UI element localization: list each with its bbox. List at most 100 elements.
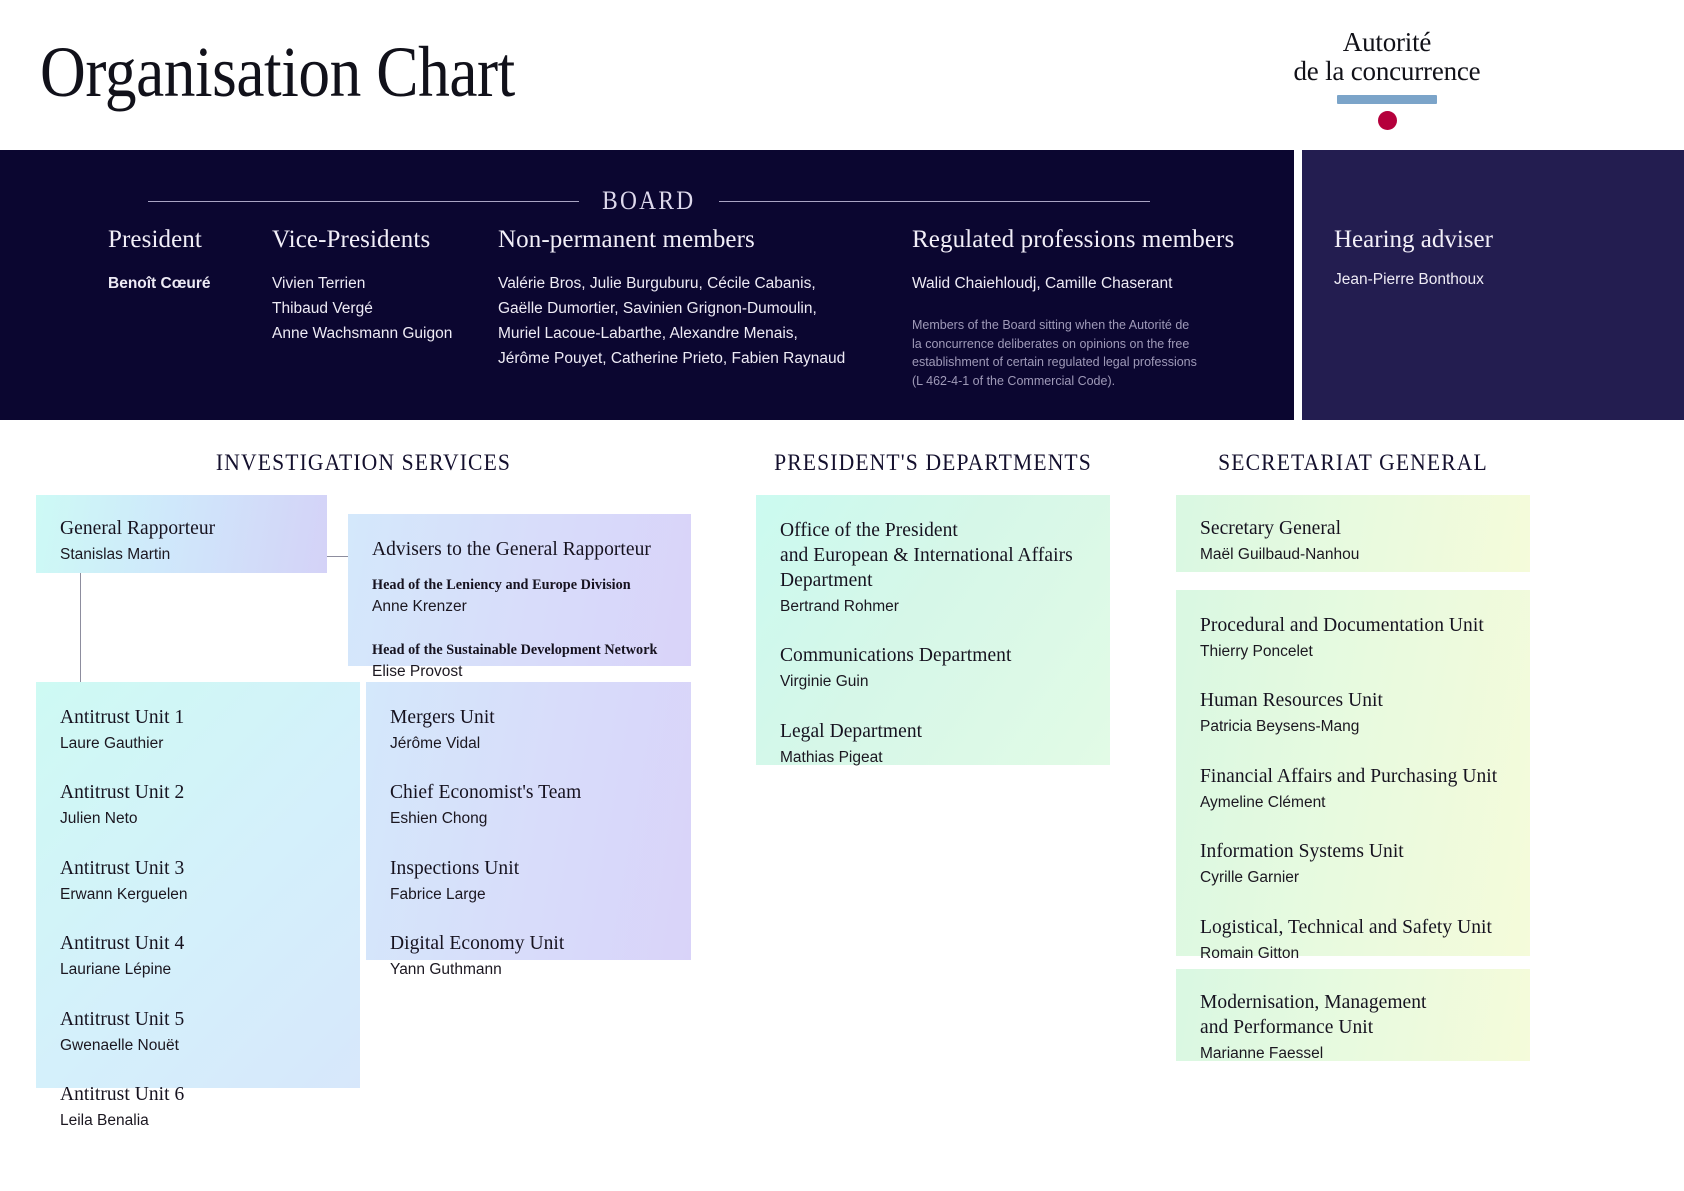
secretariat-unit-person: Romain Gitton [1200,944,1300,962]
secretariat-unit-person: Thierry Poncelet [1200,642,1313,660]
board-band: BOARD President Benoît Cœuré Vice-Presid… [0,150,1684,420]
logo-bar-icon [1337,95,1437,105]
list-item: Antitrust Unit 5 Gwenaelle Nouët [60,1008,338,1057]
list-item: Mergers Unit Jérôme Vidal [390,706,669,755]
card-general-rapporteur[interactable]: General Rapporteur Stanislas Martin [36,495,327,573]
board-panel: BOARD President Benoît Cœuré Vice-Presid… [0,150,1294,420]
section-heading-investigation-services: INVESTIGATION SERVICES [215,450,512,475]
logo-line-concurrence: de la concurrence [1293,56,1481,87]
logo-dot-icon [1377,111,1397,131]
list-item: Head of the Sustainable Development Netw… [372,642,669,683]
adviser-person: Elise Provost [372,663,463,681]
list-item: Legal Department Mathias Pigeat [780,720,1088,769]
board-rule-left [148,200,580,202]
antitrust-unit-role: Antitrust Unit 2 [60,782,185,804]
antitrust-unit-role: Antitrust Unit 4 [60,933,185,955]
authority-logo: Autorité de la concurrence [1262,27,1512,131]
logo-line-autorite: Autorité [1342,27,1432,57]
antitrust-unit-person: Julien Neto [60,810,138,828]
secretariat-unit-role: Human Resources Unit [1200,690,1383,712]
list-item: Logistical, Technical and Safety Unit Ro… [1200,916,1508,965]
card-other-investigation-units[interactable]: Mergers Unit Jérôme Vidal Chief Economis… [366,682,691,978]
board-panel-divider [1294,150,1302,420]
antitrust-unit-role: Antitrust Unit 3 [60,857,185,879]
department-person: Mathias Pigeat [780,748,883,766]
department-role: Legal Department [780,720,923,742]
antitrust-unit-person: Leila Benalia [60,1112,149,1130]
board-column-non-permanent: Non-permanent members Valérie Bros, Juli… [498,226,898,371]
page-header: Organisation Chart Autorité de la concur… [0,0,1684,150]
list-item: Financial Affairs and Purchasing Unit Ay… [1200,765,1508,814]
antitrust-unit-role: Antitrust Unit 6 [60,1084,185,1106]
list-item: Information Systems Unit Cyrille Garnier [1200,840,1508,889]
secretariat-unit-role: Procedural and Documentation Unit [1200,615,1484,636]
page-title: Organisation Chart [40,32,515,112]
hearing-adviser-name: Jean-Pierre Bonthoux [1334,271,1484,288]
unit-role: Inspections Unit [390,857,520,879]
board-president-names: Benoît Cœuré [108,275,211,292]
list-item: Human Resources Unit Patricia Beysens-Ma… [1200,689,1508,738]
board-regulated-note: Members of the Board sitting when the Au… [912,318,1197,388]
board-nonpermanent-names: Valérie Bros, Julie Burguburu, Cécile Ca… [498,275,846,368]
unit-person: Jérôme Vidal [390,734,481,752]
secretariat-unit-role: Logistical, Technical and Safety Unit [1200,916,1492,938]
adviser-subrole: Head of the Leniency and Europe Division [372,576,631,593]
modernisation-person: Marianne Faessel [1200,1044,1324,1062]
antitrust-unit-role: Antitrust Unit 5 [60,1008,185,1030]
list-item: Procedural and Documentation Unit Thierr… [1200,614,1508,663]
antitrust-unit-person: Laure Gauthier [60,734,164,752]
antitrust-unit-person: Gwenaelle Nouët [60,1036,179,1054]
antitrust-unit-person: Erwann Kerguelen [60,885,188,903]
board-columns: President Benoît Cœuré Vice-Presidents V… [0,226,1294,416]
secretariat-unit-person: Patricia Beysens-Mang [1200,718,1360,736]
unit-person: Eshien Chong [390,810,488,828]
list-item: Inspections Unit Fabrice Large [390,857,669,906]
unit-role: Chief Economist's Team [390,782,582,804]
board-president-title: President [108,226,202,253]
list-item: Antitrust Unit 2 Julien Neto [60,781,338,830]
department-person: Virginie Guin [780,673,869,691]
secretariat-unit-role: Information Systems Unit [1200,841,1404,863]
list-item: Chief Economist's Team Eshien Chong [390,781,669,830]
card-secretariat-units[interactable]: Procedural and Documentation Unit Thierr… [1176,590,1530,962]
antitrust-unit-role: Antitrust Unit 1 [60,707,185,728]
board-rule-right [718,200,1151,202]
board-heading: BOARD [148,186,1151,216]
general-rapporteur-person: Stanislas Martin [60,545,171,563]
list-item: Antitrust Unit 3 Erwann Kerguelen [60,857,338,906]
hearing-adviser-title: Hearing adviser [1334,226,1493,253]
card-secretary-general[interactable]: Secretary General Maël Guilbaud-Nanhou [1176,495,1530,572]
general-rapporteur-role: General Rapporteur [60,518,216,539]
board-label: BOARD [602,186,696,215]
department-role: Communications Department [780,645,1012,667]
list-item: Digital Economy Unit Yann Guthmann [390,932,669,981]
card-antitrust-units[interactable]: Antitrust Unit 1 Laure Gauthier Antitrus… [36,682,360,1129]
connector-line-horizontal [327,556,348,557]
unit-person: Yann Guthmann [390,961,502,979]
board-regulated-names: Walid Chaiehloudj, Camille Chaserant [912,275,1173,292]
board-regulated-title: Regulated professions members [912,226,1235,253]
secretariat-unit-person: Cyrille Garnier [1200,869,1300,887]
advisers-entry-list: Head of the Leniency and Europe Division… [372,577,669,684]
antitrust-unit-person: Lauriane Lépine [60,961,172,979]
list-item: Head of the Leniency and Europe Division… [372,577,669,618]
adviser-subrole: Head of the Sustainable Development Netw… [372,642,658,659]
board-column-president: President Benoît Cœuré [108,226,268,296]
board-vps-title: Vice-Presidents [272,226,431,253]
section-heading-secretariat-general: SECRETARIAT GENERAL [1218,450,1488,475]
list-item: Antitrust Unit 6 Leila Benalia [60,1083,338,1132]
secretariat-unit-person: Aymeline Clément [1200,793,1326,811]
department-person: Bertrand Rohmer [780,597,899,615]
list-item: Communications Department Virginie Guin [780,644,1088,693]
board-nonpermanent-title: Non-permanent members [498,226,755,253]
secretary-general-role: Secretary General [1200,518,1342,539]
adviser-person: Anne Krenzer [372,597,467,615]
card-advisers-to-general-rapporteur[interactable]: Advisers to the General Rapporteur Head … [348,514,691,680]
